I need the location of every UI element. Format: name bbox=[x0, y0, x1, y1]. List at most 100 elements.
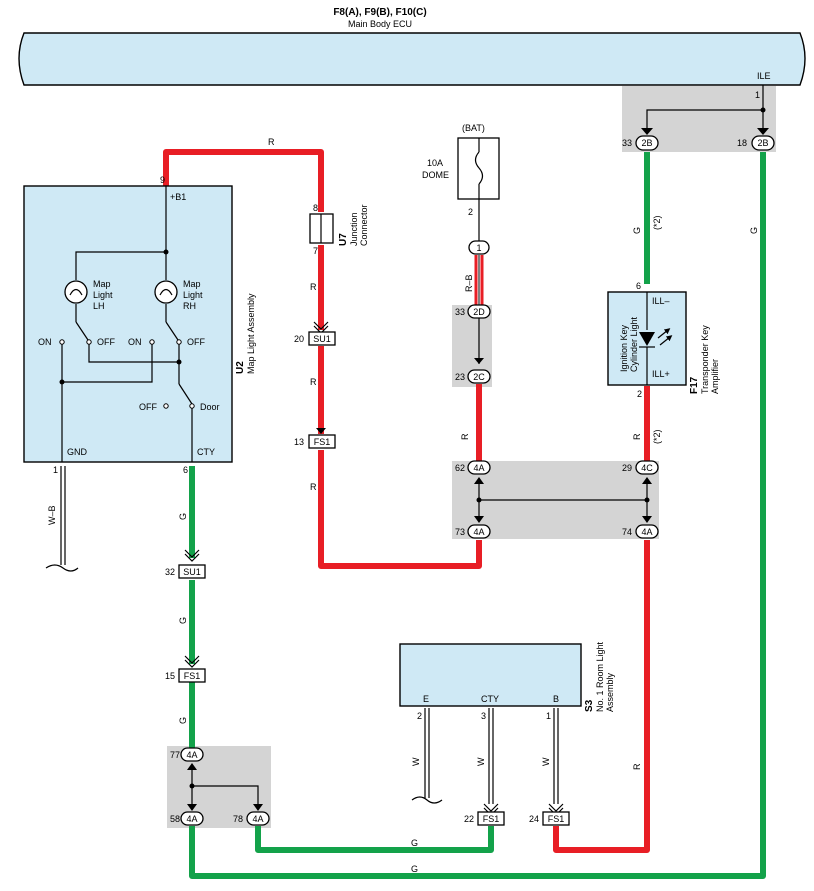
arrow-up-icon bbox=[474, 477, 484, 484]
ecu-connector-2b-left-pin: 33 bbox=[622, 138, 632, 148]
map-light-lh-feed bbox=[75, 251, 166, 280]
connector-4a-58-pin: 58 bbox=[170, 814, 180, 824]
room-light-name-1: No. 1 Room Light bbox=[595, 641, 605, 712]
connector-chevron-icon bbox=[184, 655, 200, 664]
wire-label-w: W bbox=[541, 757, 551, 766]
connector-fs1-15 bbox=[178, 668, 206, 683]
ecu-pin-1: 1 bbox=[755, 90, 760, 100]
junction-name-1: Junction bbox=[349, 212, 359, 246]
wire-label-g: G bbox=[178, 513, 188, 520]
map-light-lh-label-1: Map bbox=[93, 279, 111, 289]
door-switch-off-label: OFF bbox=[139, 402, 157, 412]
transponder-code: F17 bbox=[689, 376, 700, 394]
arrow-down-icon bbox=[316, 428, 326, 434]
transponder-name-2: Amplifier bbox=[710, 359, 720, 394]
connector-4a-74-code: 4A bbox=[641, 527, 652, 537]
switch-contact-icon bbox=[163, 403, 169, 409]
transponder-ill-minus: ILL– bbox=[652, 296, 670, 306]
arrow-up-icon bbox=[187, 763, 197, 770]
wire-label-r: R bbox=[632, 763, 642, 770]
switch-lh-blade bbox=[75, 321, 89, 341]
connector-4c-29 bbox=[635, 460, 659, 475]
connector-4a-73 bbox=[467, 524, 491, 539]
led-ray-icon bbox=[659, 335, 673, 346]
fuse-bat-label: (BAT) bbox=[462, 123, 485, 133]
connector-fs1-13-code: FS1 bbox=[314, 437, 331, 447]
wire-label-rb: R–B bbox=[464, 274, 474, 292]
connector-fs1-13-pin: 13 bbox=[294, 437, 304, 447]
connector-4a-78-pin: 78 bbox=[233, 814, 243, 824]
wire-green-4a-fs1 bbox=[255, 826, 494, 853]
wire-label-r: R bbox=[268, 137, 275, 147]
connector-fs1-15-code: FS1 bbox=[184, 671, 201, 681]
connector-chevron-icon bbox=[483, 803, 499, 812]
map-light-pin-6: 6 bbox=[183, 465, 188, 475]
connector-chevron-icon bbox=[548, 803, 564, 812]
map-light-pin-1: 1 bbox=[53, 465, 58, 475]
connector-fs1-24-pin: 24 bbox=[529, 814, 539, 824]
fuse-name: DOME bbox=[422, 170, 449, 180]
wire-label-g: G bbox=[178, 717, 188, 724]
connector-2c-pin: 23 bbox=[455, 372, 465, 382]
fuse-rating: 10A bbox=[427, 158, 443, 168]
connector-4a-77 bbox=[180, 747, 204, 762]
junction-pin-8: 8 bbox=[313, 203, 318, 213]
connector-4a-62-code: 4A bbox=[473, 463, 484, 473]
connector-chevron-icon bbox=[184, 549, 200, 558]
door-switch-door-label: Door bbox=[200, 402, 220, 412]
wire-label-r: R bbox=[632, 433, 642, 440]
bulb-filament-rh bbox=[159, 288, 173, 296]
connector-su1-20-pin: 20 bbox=[294, 334, 304, 344]
wire-label-wb: W–B bbox=[47, 505, 57, 525]
wire-label-g: G bbox=[749, 227, 759, 234]
wire-w-cut bbox=[411, 796, 443, 804]
map-light-on-bus bbox=[61, 344, 153, 383]
fuse-connector-1-label: 1 bbox=[476, 243, 481, 253]
switch-contact-icon bbox=[59, 339, 65, 345]
wire-red-4a-fs1 bbox=[553, 540, 650, 853]
room-light-e-label: E bbox=[423, 694, 429, 704]
lightbulb-icon bbox=[64, 280, 88, 304]
ecu-name-label: Main Body ECU bbox=[348, 19, 412, 29]
connector-4a-78-code: 4A bbox=[252, 814, 263, 824]
connector-fs1-15-pin: 15 bbox=[165, 671, 175, 681]
wire-label-g: G bbox=[411, 838, 418, 848]
connector-su1-32-pin: 32 bbox=[165, 567, 175, 577]
ecu-connectors-label: F8(A), F9(B), F10(C) bbox=[333, 7, 426, 18]
led-icon bbox=[639, 332, 655, 346]
ecu-connector-2b-left-code: 2B bbox=[641, 138, 652, 148]
room-light-cty-label: CTY bbox=[481, 694, 499, 704]
map-light-pin-9: 9 bbox=[160, 175, 165, 185]
fuse-pin-2: 2 bbox=[468, 207, 473, 217]
arrow-down-icon bbox=[474, 516, 484, 523]
connector-fs1-24-code: FS1 bbox=[548, 814, 565, 824]
arrow-down-icon bbox=[641, 128, 653, 135]
connector-4a-62-pin: 62 bbox=[455, 463, 465, 473]
connector-2c bbox=[467, 369, 491, 384]
wire-label-r: R bbox=[310, 482, 317, 492]
connector-4a-74-pin: 74 bbox=[622, 527, 632, 537]
room-light-pin-3: 3 bbox=[481, 711, 486, 721]
map-light-assembly-box bbox=[23, 185, 233, 463]
ecu-connector-2b-right-pin: 18 bbox=[737, 138, 747, 148]
switch-lh-on-label: ON bbox=[38, 337, 52, 347]
wire-label-g: G bbox=[411, 864, 418, 874]
transponder-pin-2: 2 bbox=[637, 389, 642, 399]
connector-4a-58 bbox=[180, 811, 204, 826]
ecu-connector-2b-right bbox=[751, 135, 775, 151]
switch-contact-icon bbox=[149, 339, 155, 345]
connector-2d-pin: 33 bbox=[455, 307, 465, 317]
connector-2c-code: 2C bbox=[473, 372, 485, 382]
ecu-ile-label: ILE bbox=[757, 71, 771, 81]
junction-name-2: Connector bbox=[359, 204, 369, 246]
connector-fs1-24 bbox=[542, 811, 570, 826]
connector-su1-20 bbox=[308, 331, 336, 346]
map-light-name: Map Light Assembly bbox=[246, 293, 256, 374]
jb-bottom-branch bbox=[192, 785, 259, 804]
transponder-inner-label-1: Ignition Key bbox=[619, 324, 629, 372]
map-light-lh-label-3: LH bbox=[93, 301, 105, 311]
connector-su1-32-code: SU1 bbox=[183, 567, 201, 577]
wire-label-r: R bbox=[460, 433, 470, 440]
map-light-code: U2 bbox=[235, 361, 246, 374]
wire-label-r: R bbox=[310, 282, 317, 292]
